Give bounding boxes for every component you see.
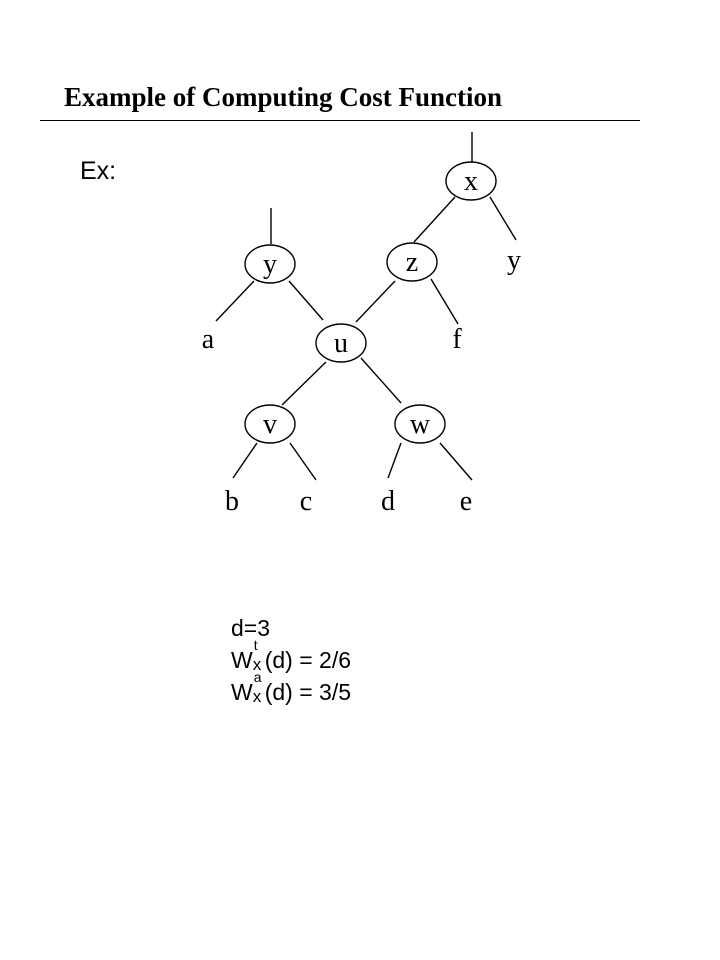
edge-u-v	[281, 361, 327, 406]
edge-x-y-leaf	[489, 196, 517, 241]
node-z-shape	[386, 242, 438, 282]
node-w-shape	[394, 404, 446, 444]
title-divider	[40, 120, 640, 121]
example-label: Ex:	[80, 157, 117, 185]
leaf-b-label: b	[225, 486, 239, 517]
node-z-label: z	[406, 247, 418, 278]
leaf-a-label: a	[202, 324, 215, 355]
edge-v-c	[289, 442, 317, 481]
node-y-shape	[244, 244, 296, 284]
wxa-subscript: x	[252, 687, 262, 706]
wxt-base: W	[231, 647, 253, 673]
node-v-label: v	[263, 409, 277, 440]
wxa-rest: (d) = 3/5	[264, 679, 352, 705]
edge-z-u	[355, 280, 396, 323]
leaf-y-label: y	[507, 245, 521, 276]
edge-v-b	[232, 442, 258, 479]
edge-z-f	[430, 278, 459, 325]
node-v-shape	[244, 404, 296, 444]
wxt-subscript: x	[252, 655, 262, 674]
leaf-f-label: f	[452, 324, 462, 355]
leaf-e-label: e	[460, 486, 472, 517]
edge-w-d	[387, 442, 402, 479]
edge-y-u	[288, 280, 324, 321]
wxt-superscript: t	[253, 637, 258, 653]
edge-u-w	[360, 357, 402, 404]
leaf-c-label: c	[300, 486, 312, 517]
node-u-shape	[315, 323, 367, 363]
formula-depth: d=3	[231, 612, 351, 644]
node-u-label: u	[334, 328, 348, 359]
edge-w-e	[439, 442, 473, 481]
node-y-label: y	[263, 249, 277, 280]
wxa-superscript: a	[253, 669, 262, 685]
edge-y-a	[215, 280, 255, 322]
node-x-shape	[445, 161, 497, 201]
leaf-d-label: d	[381, 486, 395, 517]
depth-text: d=3	[231, 615, 271, 641]
wxt-rest: (d) = 2/6	[264, 647, 352, 673]
node-x-label: x	[464, 166, 478, 197]
wxa-base: W	[231, 679, 253, 705]
node-w-label: w	[410, 409, 431, 440]
page-title: Example of Computing Cost Function	[64, 82, 503, 112]
edge-x-z	[413, 196, 456, 243]
